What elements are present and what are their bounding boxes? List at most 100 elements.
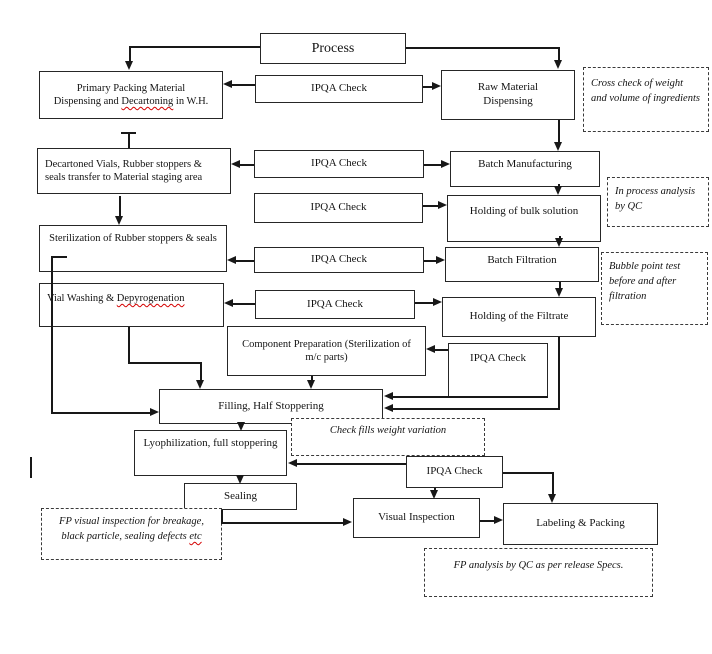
- annotation-bubble-point: Bubble point test before and after filtr…: [601, 252, 708, 325]
- flow-box-vial-washing: Vial Washing & Depyrogenation: [39, 283, 224, 327]
- flow-box-ipqa-check-7: IPQA Check: [406, 456, 503, 488]
- raw-material-line2: Dispensing: [483, 95, 533, 107]
- connector-vial-washing-h: [128, 362, 202, 364]
- connector-ipqa7-to-lyophilization: [296, 463, 406, 465]
- text-cursor-artifact: [30, 457, 32, 478]
- in-process-line2: by QC: [615, 201, 643, 213]
- fp-visual-line2: black particle, sealing defects etc: [61, 529, 201, 544]
- annotation-cross-check: Cross check of weight and volume of ingr…: [583, 67, 709, 132]
- connector-ipqa5-right: [415, 302, 433, 304]
- connector-ipqa7-to-labeling-v: [552, 472, 554, 495]
- arrowhead-ipqa3-to-holding-bulk: [438, 201, 447, 209]
- connector-component-prep-to-filling: [311, 376, 313, 381]
- fp-visual-line1: FP visual inspection for breakage,: [59, 516, 204, 527]
- annotation-fp-visual: FP visual inspection for breakage, black…: [41, 508, 222, 560]
- arrowhead-ipqa5-to-vial-washing: [224, 299, 233, 307]
- connector-sealing-to-visual-h: [221, 522, 344, 524]
- flow-box-holding-filtrate: Holding of the Filtrate: [442, 297, 596, 337]
- connector-ipqa7-to-labeling-h: [503, 472, 554, 474]
- connector-process-to-raw-h: [406, 47, 560, 49]
- connector-ipqa3-right: [423, 205, 438, 207]
- holding-filtrate-label: Holding of the Filtrate: [469, 310, 569, 323]
- ipqa-check-4-label: IPQA Check: [311, 253, 367, 266]
- arrowhead-ipqa1-to-raw: [432, 82, 441, 90]
- arrowhead-filling-into-lyophilization: [237, 422, 245, 431]
- arrowhead-into-holding-filtrate: [555, 288, 563, 297]
- fp-visual-misspelled-word: etc: [189, 531, 202, 543]
- arrowhead-ipqa1-to-primary: [223, 80, 232, 88]
- flow-box-ipqa-check-6: IPQA Check: [448, 343, 548, 397]
- arrowhead-visual-into-labeling: [494, 516, 503, 524]
- connector-filtrate-to-filling-h: [392, 408, 560, 410]
- arrowhead-into-primary-packing: [125, 61, 133, 70]
- flow-box-primary-packing: Primary Packing Material Dispensing and …: [39, 71, 223, 119]
- connector-sterilization-route-v: [51, 256, 53, 414]
- flow-box-labeling-packing: Labeling & Packing: [503, 503, 658, 545]
- connector-process-to-primary-h: [130, 46, 260, 48]
- connector-filtrate-to-filling-v: [558, 337, 560, 410]
- decartoned-vials-line1: Decartoned Vials, Rubber stoppers &: [45, 158, 202, 170]
- connector-process-to-primary-v: [129, 46, 131, 62]
- ipqa-check-5-label: IPQA Check: [307, 297, 363, 310]
- connector-ipqa2-right: [424, 164, 441, 166]
- connector-process-to-raw-v: [558, 47, 560, 61]
- primary-packing-line2-pre: Dispensing and: [53, 96, 122, 107]
- arrowhead-route-into-filling-left: [150, 408, 159, 416]
- primary-packing-line1: Primary Packing Material: [76, 82, 186, 94]
- connector-ipqa6-to-filling: [392, 396, 548, 398]
- connector-sealing-to-visual-v: [221, 510, 223, 524]
- flow-box-decartoned-vials: Decartoned Vials, Rubber stoppers & seal…: [37, 148, 231, 194]
- labeling-packing-label: Labeling & Packing: [536, 517, 625, 530]
- arrowhead-ipqa2-to-batch-mfg: [441, 160, 450, 168]
- arrowhead-into-sterilization: [115, 216, 123, 225]
- vial-washing-pre: Vial Washing &: [47, 293, 117, 304]
- flow-box-component-prep: Component Preparation (Sterilization of …: [227, 326, 426, 376]
- connector-vial-washing-v1: [128, 327, 130, 364]
- flow-box-visual-inspection: Visual Inspection: [353, 498, 480, 538]
- flow-box-process-label: Process: [311, 40, 355, 56]
- connector-visual-to-labeling: [480, 520, 495, 522]
- connector-sterilization-route-tick: [51, 256, 67, 258]
- lyophilization-label: Lyophilization, full stoppering: [143, 437, 278, 449]
- fp-analysis-label: FP analysis by QC as per release Specs.: [453, 560, 624, 571]
- arrowhead-component-prep-into-filling: [307, 380, 315, 389]
- arrowhead-into-batch-mfg: [554, 142, 562, 151]
- flow-box-ipqa-check-4: IPQA Check: [254, 247, 424, 273]
- connector-primary-to-decartoned: [128, 132, 130, 148]
- ipqa-check-1-label: IPQA Check: [311, 82, 367, 95]
- flow-box-batch-filtration: Batch Filtration: [445, 247, 599, 282]
- arrowhead-vial-washing-into-filling: [196, 380, 204, 389]
- flow-box-ipqa-check-3: IPQA Check: [254, 193, 423, 223]
- annotation-fp-analysis: FP analysis by QC as per release Specs.: [424, 548, 653, 597]
- batch-manufacturing-label: Batch Manufacturing: [478, 158, 572, 170]
- filling-label: Filling, Half Stoppering: [218, 399, 324, 412]
- arrowhead-ipqa7-into-labeling: [548, 494, 556, 503]
- arrowhead-filtrate-into-filling: [384, 404, 393, 412]
- arrowhead-sealing-into-visual: [343, 518, 352, 526]
- connector-ipqa5-left: [233, 303, 255, 305]
- flow-box-holding-bulk: Holding of bulk solution: [447, 195, 601, 242]
- vial-washing-misspelled-word: Depyrogenation: [116, 293, 185, 304]
- connector-filtration-to-filtrate: [559, 282, 561, 289]
- arrowhead-lyophilization-into-sealing: [236, 475, 244, 484]
- visual-inspection-label: Visual Inspection: [378, 511, 455, 524]
- holding-bulk-label: Holding of bulk solution: [469, 205, 579, 217]
- arrowhead-ipqa4-to-batch-filtration: [436, 256, 445, 264]
- arrowhead-into-batch-filtration: [555, 238, 563, 247]
- component-prep-line1: Component Preparation (Sterilization of: [242, 338, 411, 350]
- arrowhead-ipqa7-into-visual: [430, 490, 438, 499]
- connector-ipqa1-left: [231, 84, 255, 86]
- fp-visual-line2-pre: black particle, sealing defects: [61, 531, 190, 543]
- arrowhead-ipqa4-to-sterilization: [227, 256, 236, 264]
- connector-sterilization-route-h: [51, 412, 151, 414]
- annotation-in-process-analysis: In process analysis by QC: [607, 177, 709, 227]
- connector-ipqa4-left: [236, 260, 254, 262]
- sterilization-label: Sterilization of Rubber stoppers & seals: [49, 233, 217, 244]
- connector-vial-washing-v2: [200, 362, 202, 380]
- arrowhead-ipqa6-into-filling: [384, 392, 393, 400]
- primary-packing-line2-post: in W.H.: [173, 96, 209, 107]
- bubble-point-line1: Bubble point test: [609, 261, 681, 272]
- annotation-check-fills: Check fills weight variation: [291, 418, 485, 456]
- ipqa-check-2-label: IPQA Check: [311, 157, 367, 170]
